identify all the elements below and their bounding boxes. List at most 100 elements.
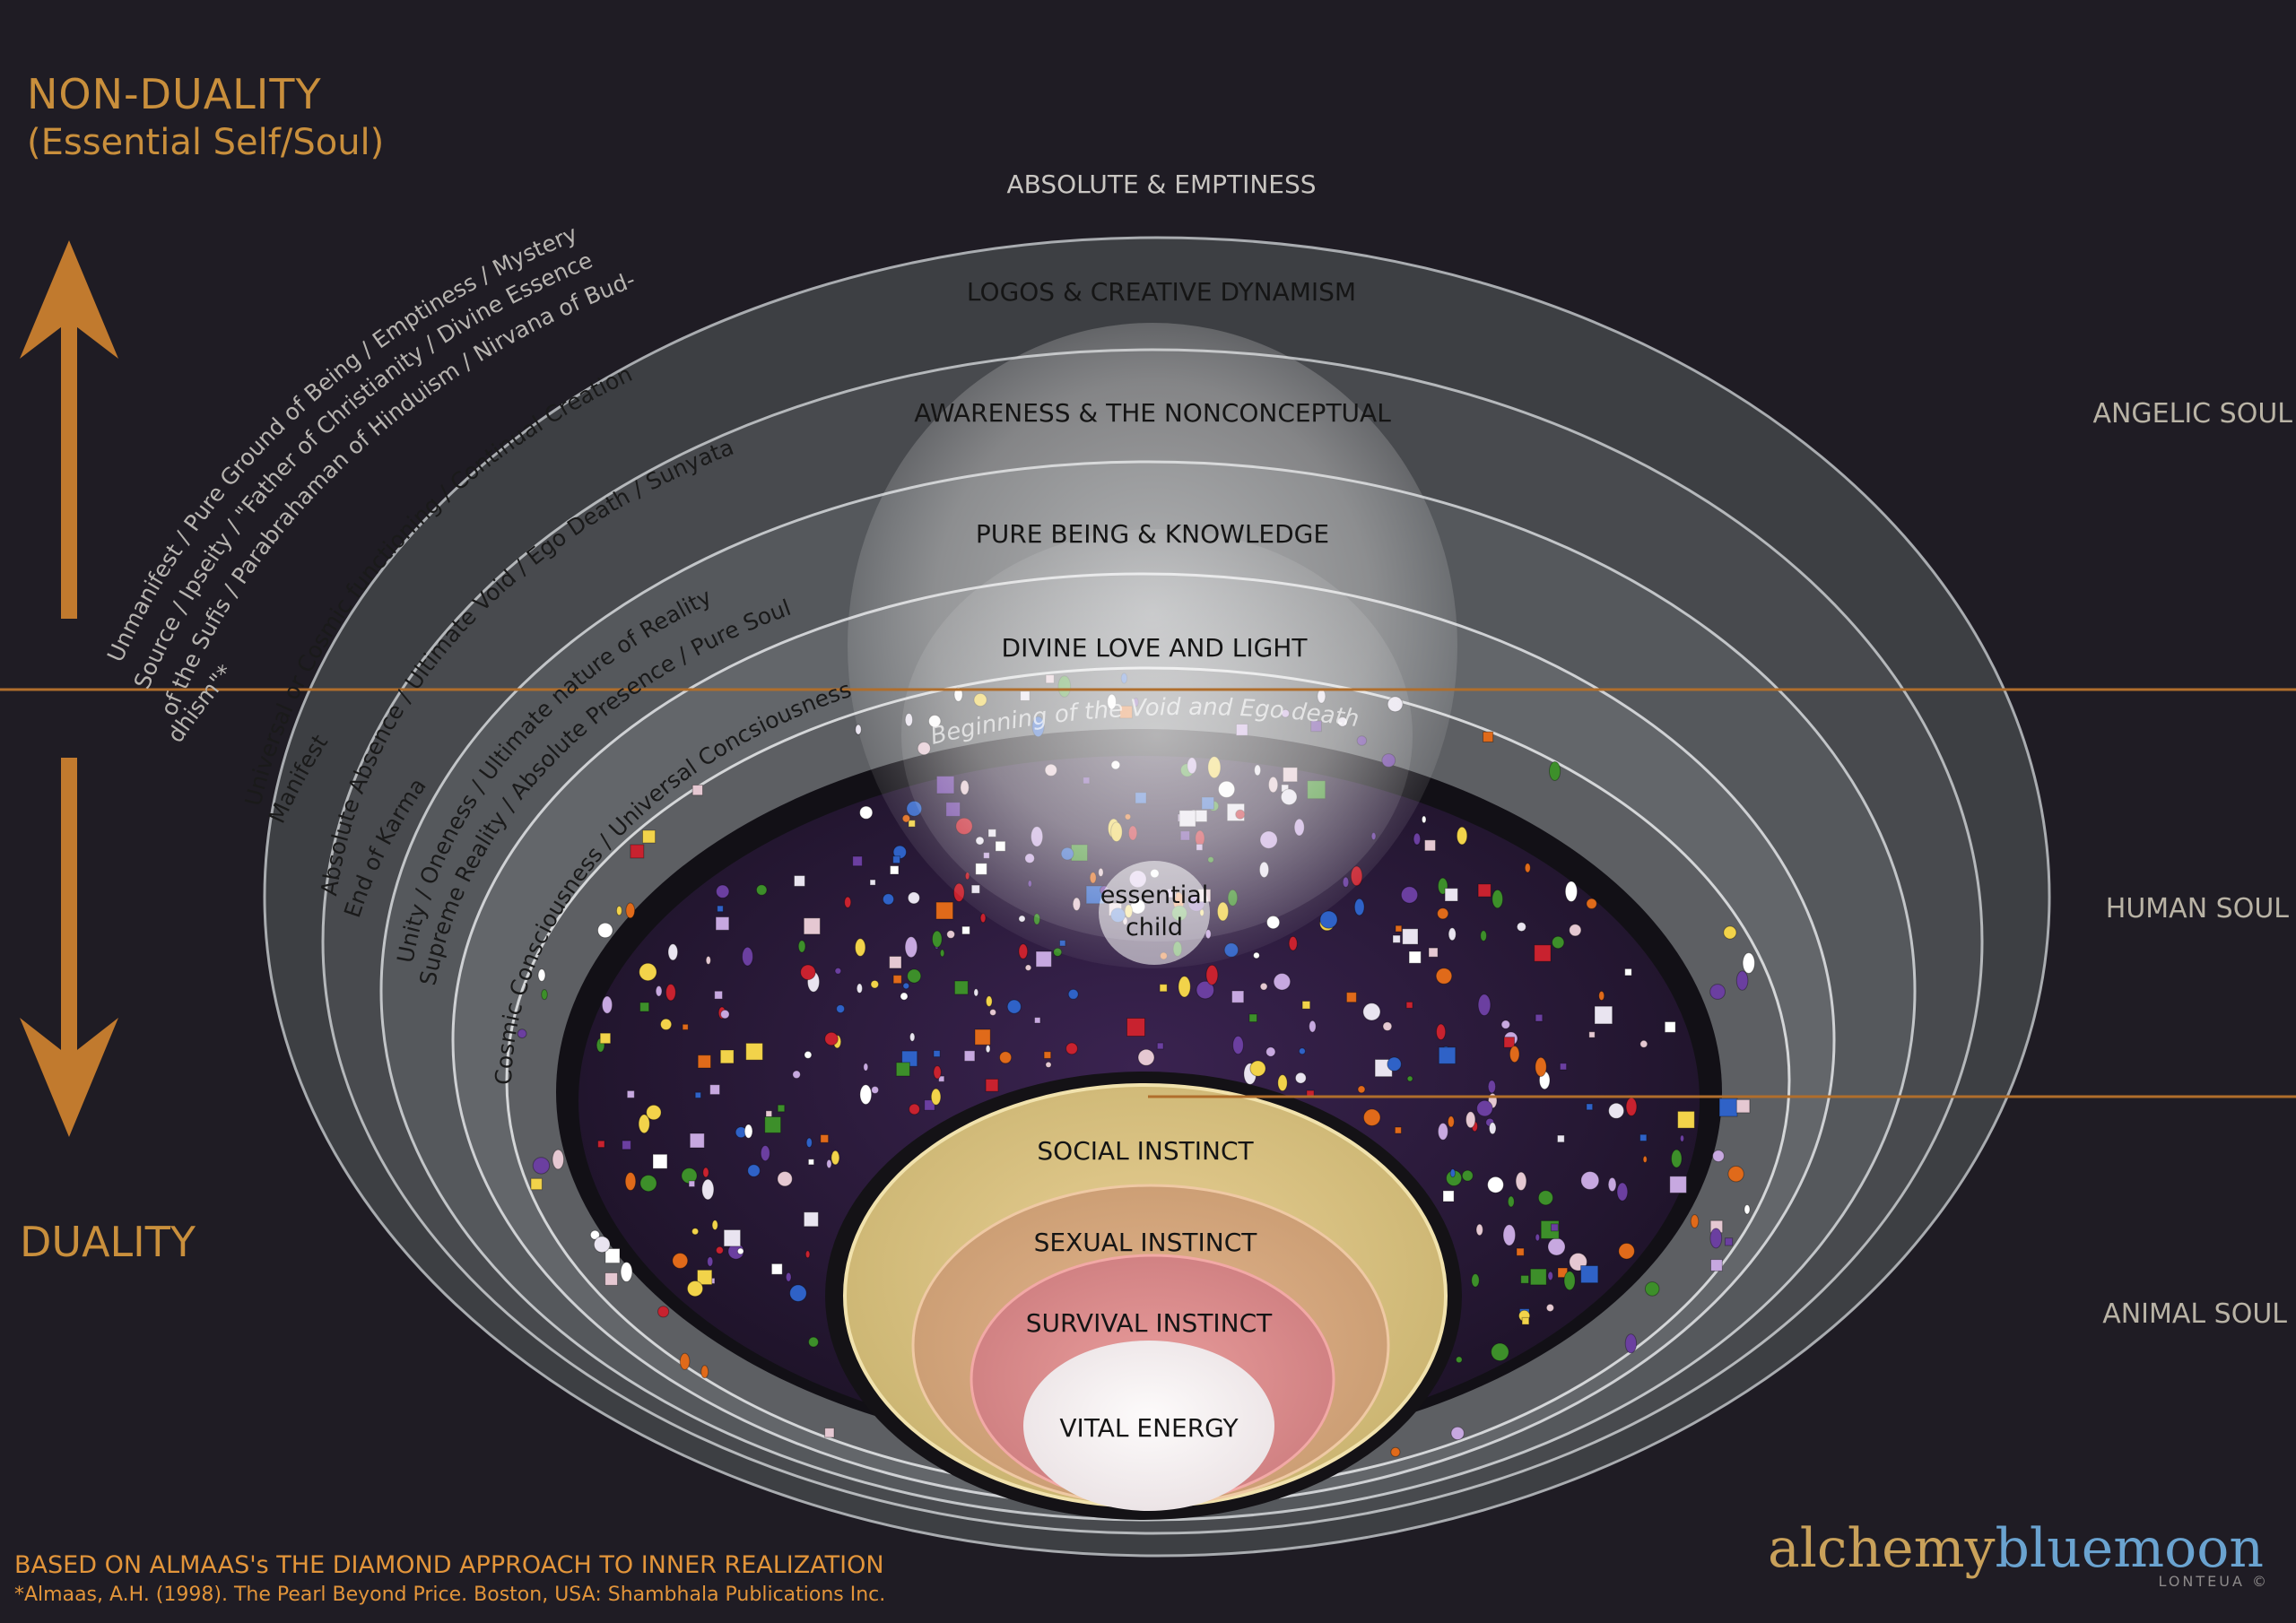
essence-glow-inner bbox=[901, 529, 1413, 942]
gem bbox=[794, 875, 805, 887]
essential-child-circle bbox=[1099, 861, 1210, 965]
gem bbox=[889, 956, 902, 969]
gem bbox=[1450, 1426, 1465, 1441]
gem bbox=[615, 905, 622, 916]
gem bbox=[805, 1137, 813, 1149]
gem bbox=[859, 1084, 873, 1106]
gem bbox=[1534, 944, 1552, 962]
gem bbox=[601, 995, 613, 1014]
gem bbox=[701, 1178, 715, 1201]
gem bbox=[1137, 1048, 1155, 1066]
gem bbox=[1232, 1035, 1244, 1055]
gem bbox=[537, 968, 546, 982]
gem bbox=[657, 1306, 670, 1318]
gem bbox=[985, 1045, 991, 1054]
gem bbox=[1273, 973, 1292, 991]
gem bbox=[638, 1114, 650, 1134]
gem bbox=[714, 990, 724, 1000]
gem bbox=[1471, 1273, 1480, 1288]
gem bbox=[1545, 1303, 1555, 1313]
gem bbox=[552, 1149, 565, 1170]
gem bbox=[646, 1104, 662, 1121]
gem bbox=[1400, 886, 1419, 904]
gem bbox=[1520, 1274, 1529, 1284]
label-social: SOCIAL INSTINCT bbox=[1037, 1136, 1254, 1166]
gem bbox=[844, 896, 852, 908]
gem bbox=[953, 980, 969, 995]
gem bbox=[856, 983, 864, 994]
gem bbox=[1547, 1271, 1553, 1281]
gem bbox=[1487, 1176, 1504, 1193]
gem bbox=[716, 884, 730, 898]
gem bbox=[1249, 1060, 1266, 1077]
gem bbox=[895, 1062, 910, 1077]
gem bbox=[974, 1028, 991, 1046]
gem bbox=[530, 1177, 543, 1191]
gem bbox=[1516, 1247, 1525, 1256]
gem bbox=[1424, 839, 1436, 852]
gem bbox=[1382, 1021, 1393, 1031]
gem bbox=[1345, 992, 1357, 1003]
gem bbox=[989, 1009, 997, 1016]
gem bbox=[1476, 1099, 1493, 1117]
gem bbox=[924, 1099, 935, 1111]
gem bbox=[1205, 964, 1219, 985]
gem bbox=[686, 1280, 704, 1298]
label-vital: VITAL ENERGY bbox=[1059, 1413, 1239, 1443]
gem bbox=[720, 1009, 730, 1020]
gem bbox=[1563, 1271, 1576, 1291]
gem bbox=[836, 1004, 846, 1014]
gem bbox=[755, 884, 768, 896]
gem bbox=[1248, 1013, 1258, 1023]
gem bbox=[1535, 1013, 1544, 1022]
gem bbox=[804, 1050, 813, 1059]
gem bbox=[1524, 863, 1531, 873]
gem bbox=[1034, 1017, 1041, 1024]
gem bbox=[1159, 984, 1168, 993]
gem bbox=[1550, 1223, 1559, 1232]
gem bbox=[1477, 883, 1492, 898]
gem bbox=[907, 891, 920, 905]
gem bbox=[1535, 1233, 1541, 1242]
gem bbox=[882, 893, 895, 906]
label-sexual: SEXUAL INSTINCT bbox=[1034, 1228, 1258, 1257]
gem bbox=[1521, 1316, 1530, 1325]
gem bbox=[593, 1236, 611, 1254]
gem bbox=[1421, 815, 1427, 824]
footer-based-on: BASED ON ALMAAS's THE DIAMOND APPROACH T… bbox=[14, 1551, 884, 1579]
gem bbox=[1277, 1074, 1288, 1092]
gem bbox=[1483, 731, 1494, 742]
gem bbox=[1301, 1001, 1311, 1010]
gem bbox=[1298, 1047, 1306, 1055]
gem bbox=[689, 1133, 705, 1149]
gem bbox=[1456, 826, 1468, 846]
gem bbox=[1639, 1133, 1648, 1141]
gem bbox=[803, 917, 821, 935]
human-soul-label: HUMAN SOUL bbox=[2105, 893, 2289, 924]
gem bbox=[1669, 1176, 1687, 1193]
gem bbox=[736, 1247, 744, 1255]
gem bbox=[1444, 888, 1458, 902]
gem bbox=[667, 943, 679, 961]
gem bbox=[1024, 964, 1032, 971]
gem bbox=[902, 982, 910, 990]
gem bbox=[691, 1228, 700, 1236]
gem bbox=[697, 1055, 712, 1069]
gem bbox=[1537, 1190, 1554, 1206]
gem bbox=[904, 936, 918, 959]
gem bbox=[1437, 1123, 1448, 1141]
gem bbox=[711, 1219, 718, 1231]
gem bbox=[652, 1153, 668, 1169]
gem bbox=[1043, 1051, 1052, 1059]
logo-bluemoon: bluemoon bbox=[1995, 1517, 2264, 1580]
gem bbox=[1547, 1237, 1566, 1256]
gem bbox=[599, 1032, 612, 1045]
gem bbox=[963, 1050, 976, 1062]
gem bbox=[715, 916, 730, 931]
gem bbox=[1449, 1168, 1457, 1178]
gem bbox=[1492, 889, 1504, 909]
arrow-up-icon bbox=[20, 240, 118, 619]
gem bbox=[892, 855, 900, 864]
gem bbox=[1294, 1072, 1307, 1084]
